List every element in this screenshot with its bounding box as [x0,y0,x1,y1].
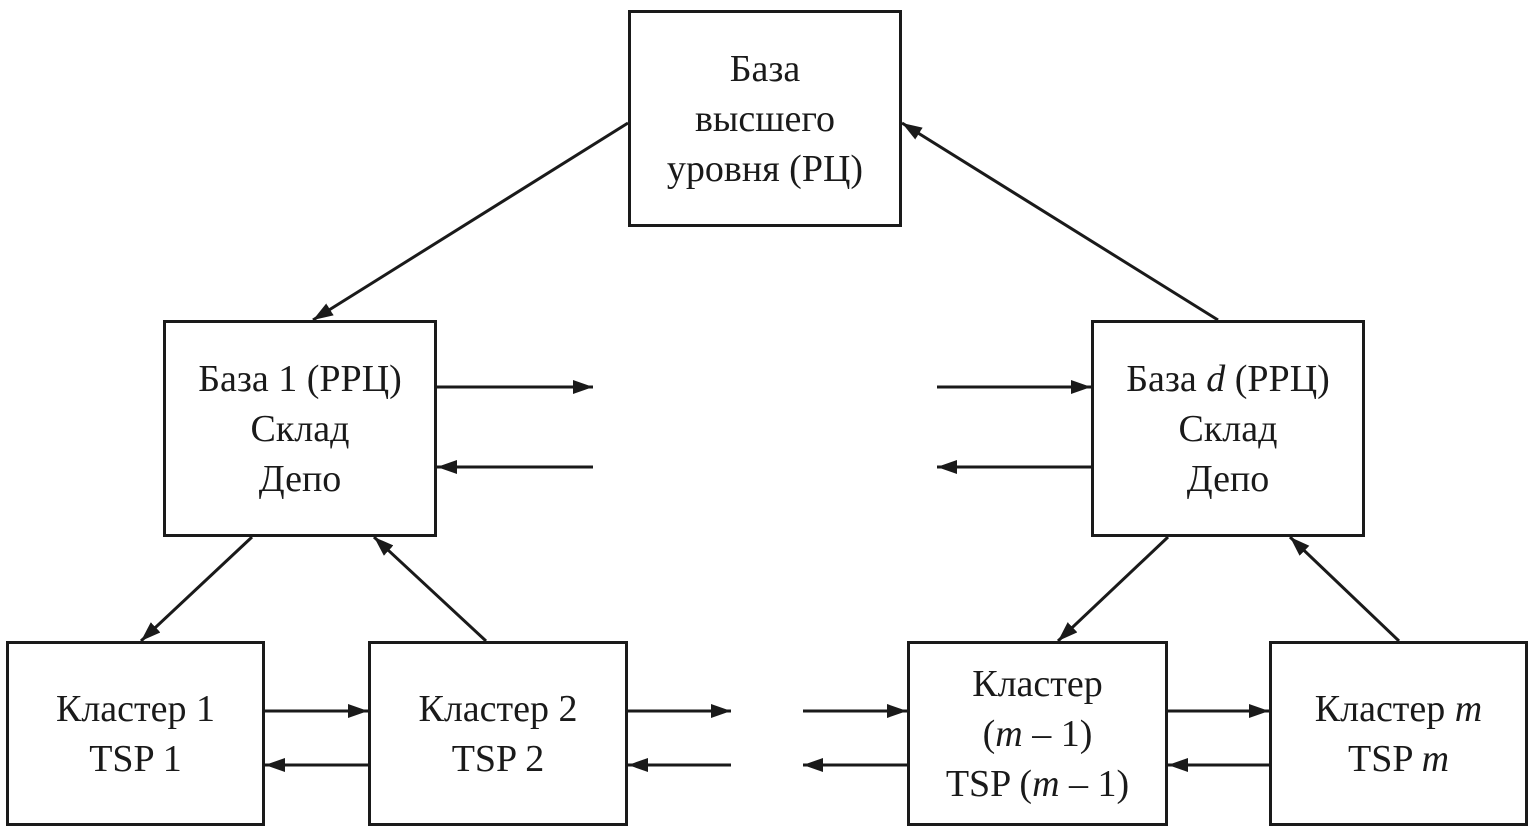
clusterm-title-pre: Кластер [1314,687,1455,730]
top-base-line-2: высшего [694,97,836,140]
based-title: База d (РРЦ) [1126,354,1330,404]
base-d-box: База d (РРЦ) Склад Депо [1091,320,1365,537]
cluster-m-minus-1-box: Кластер (m – 1) TSP (m – 1) [907,641,1168,826]
clusterm-tsp: TSP m [1348,734,1449,784]
clusterm-title: Кластер m [1315,684,1482,734]
arrow-top-to-base1 [312,121,629,322]
based-title-pre: База [1126,357,1207,400]
clusterm1-index: (m – 1) [983,709,1093,759]
cluster2-title: Кластер 2 [418,687,578,730]
based-warehouse: Склад [1178,407,1278,450]
clusterm1-tsp-var: m [1032,762,1060,805]
clusterm1-index-var: m [995,712,1023,755]
cluster2-tsp: TSP 2 [451,737,545,780]
base1-title: База 1 (РРЦ) [198,357,402,400]
clusterm1-index-post: – 1) [1022,712,1093,755]
cluster1-tsp: TSP 1 [89,737,182,780]
cluster-2-box: Кластер 2 TSP 2 [368,641,628,826]
top-base-line-3: уровня (РЦ) [666,147,864,190]
top-level-base-box: База высшего уровня (РЦ) [628,10,902,227]
top-base-line-1: База [729,47,801,90]
based-title-post: (РРЦ) [1225,357,1330,400]
arrow-based-to-clusterm1 [1056,535,1170,643]
base-1-box: База 1 (РРЦ) Склад Депо [163,320,437,537]
clusterm1-tsp-pre: TSP ( [945,762,1033,805]
clusterm1-index-pre: ( [982,712,996,755]
arrow-cluster2-to-base1 [372,535,488,643]
clusterm1-tsp-post: – 1) [1059,762,1130,805]
clusterm1-tsp: TSP (m – 1) [946,759,1129,809]
based-title-var: d [1206,357,1226,400]
cluster-1-box: Кластер 1 TSP 1 [6,641,265,826]
clusterm-tsp-var: m [1421,737,1450,780]
base1-depot: Депо [258,457,342,500]
cluster1-title: Кластер 1 [55,687,215,730]
clusterm-title-var: m [1454,687,1483,730]
arrow-base1-to-cluster1 [139,535,254,643]
clusterm1-title: Кластер [972,662,1103,705]
base1-warehouse: Склад [250,407,350,450]
clusterm-tsp-pre: TSP [1347,737,1422,780]
cluster-m-box: Кластер m TSP m [1269,641,1528,826]
based-depot: Депо [1186,457,1270,500]
arrow-based-to-top [901,121,1219,322]
arrow-clusterm-to-based [1288,535,1401,643]
